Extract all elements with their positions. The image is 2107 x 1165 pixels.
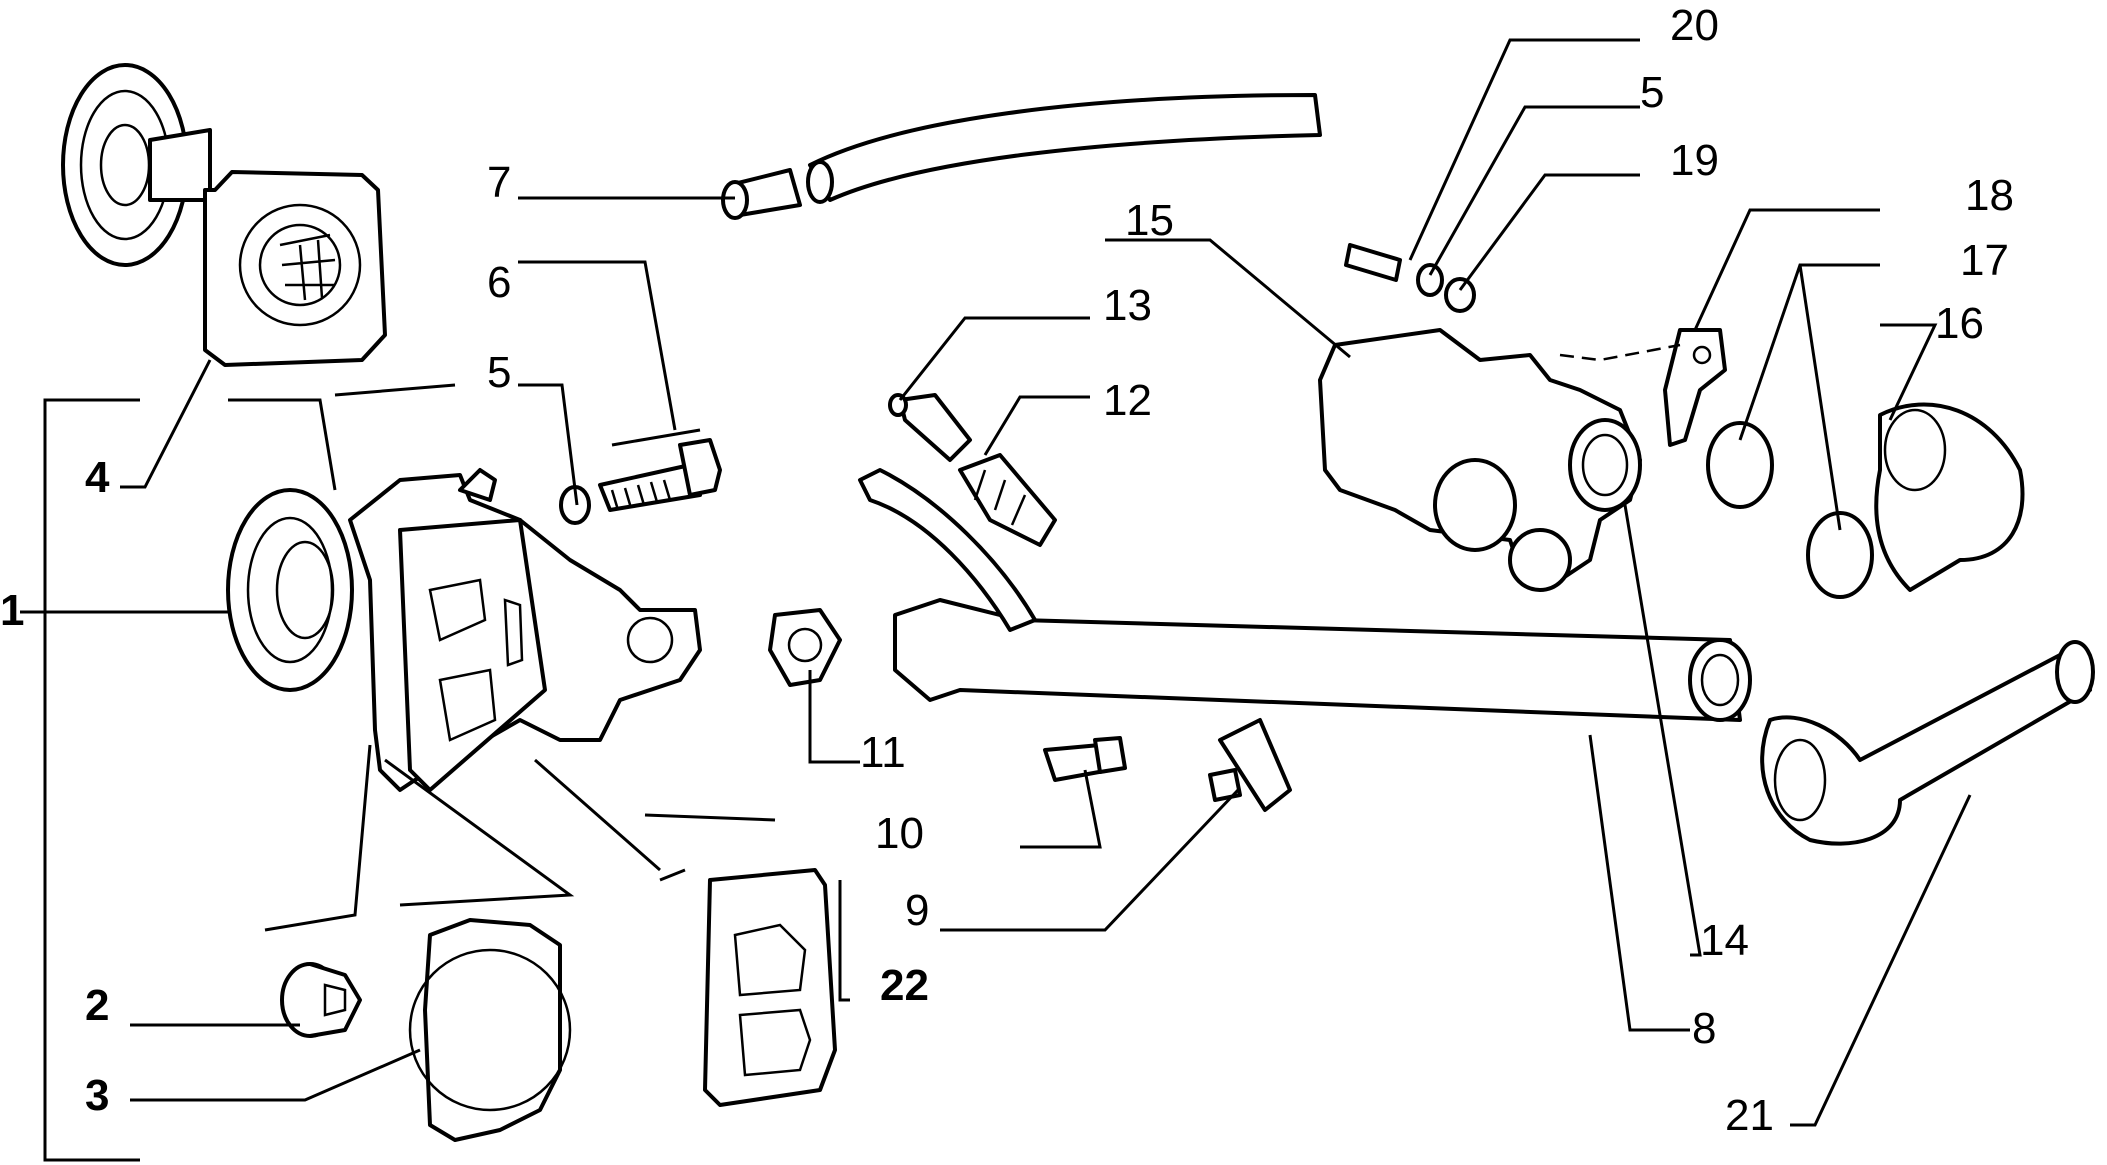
- group-1-bracket: [43, 398, 140, 1162]
- label-17: 17: [1960, 236, 2009, 285]
- label-4: 4: [85, 453, 110, 502]
- label-18: 18: [1965, 171, 2014, 220]
- label-2: 2: [85, 981, 109, 1030]
- part-4-water-pump-assembly: [61, 63, 387, 367]
- label-21: 21: [1725, 1091, 1774, 1140]
- part-5-washer: [1416, 263, 1444, 297]
- label-19: 19: [1670, 136, 1719, 185]
- label-9: 9: [905, 886, 929, 935]
- part-19-nut: [1444, 277, 1476, 313]
- part-8-coolant-pipe: [858, 468, 1752, 722]
- label-3: 3: [85, 1071, 109, 1120]
- part-9-bleed-valve: [1208, 718, 1292, 812]
- part-22-gasket-plate: [703, 868, 837, 1107]
- part-13-sensor: [888, 393, 972, 462]
- label-14: 14: [1700, 916, 1749, 965]
- part-2-nut: [280, 962, 362, 1038]
- label-5-right: 5: [1640, 68, 1664, 117]
- label-5-left: 5: [487, 348, 511, 397]
- label-6: 6: [487, 258, 511, 307]
- part-1-pump-body: [226, 468, 702, 792]
- part-21-outlet-pipe: [1760, 640, 2095, 846]
- part-18-bracket: [1559, 328, 1727, 447]
- label-7: 7: [487, 158, 511, 207]
- part-7-hose-connector: [721, 93, 1322, 220]
- part-20-stud: [1344, 243, 1402, 282]
- part-12-sensor: [958, 453, 1057, 547]
- part-17-clamp: [1706, 421, 1874, 599]
- label-16: 16: [1935, 299, 1984, 348]
- label-1: 1: [0, 586, 24, 635]
- label-13: 13: [1103, 281, 1152, 330]
- part-5-6-washer-bolt: [559, 428, 722, 525]
- leader-lines: [20, 38, 1972, 1127]
- part-15-thermostat-housing: [1318, 328, 1642, 592]
- part-10-bolt: [1043, 736, 1127, 782]
- label-20: 20: [1670, 1, 1719, 50]
- label-10: 10: [875, 809, 924, 858]
- part-16-elbow-hose: [1874, 402, 2025, 592]
- label-12: 12: [1103, 376, 1152, 425]
- part-3-gasket: [408, 918, 572, 1142]
- label-15: 15: [1125, 196, 1174, 245]
- label-22: 22: [880, 961, 929, 1010]
- label-8: 8: [1692, 1004, 1716, 1053]
- part-11-flange-gasket: [768, 608, 842, 687]
- label-11: 11: [860, 728, 906, 777]
